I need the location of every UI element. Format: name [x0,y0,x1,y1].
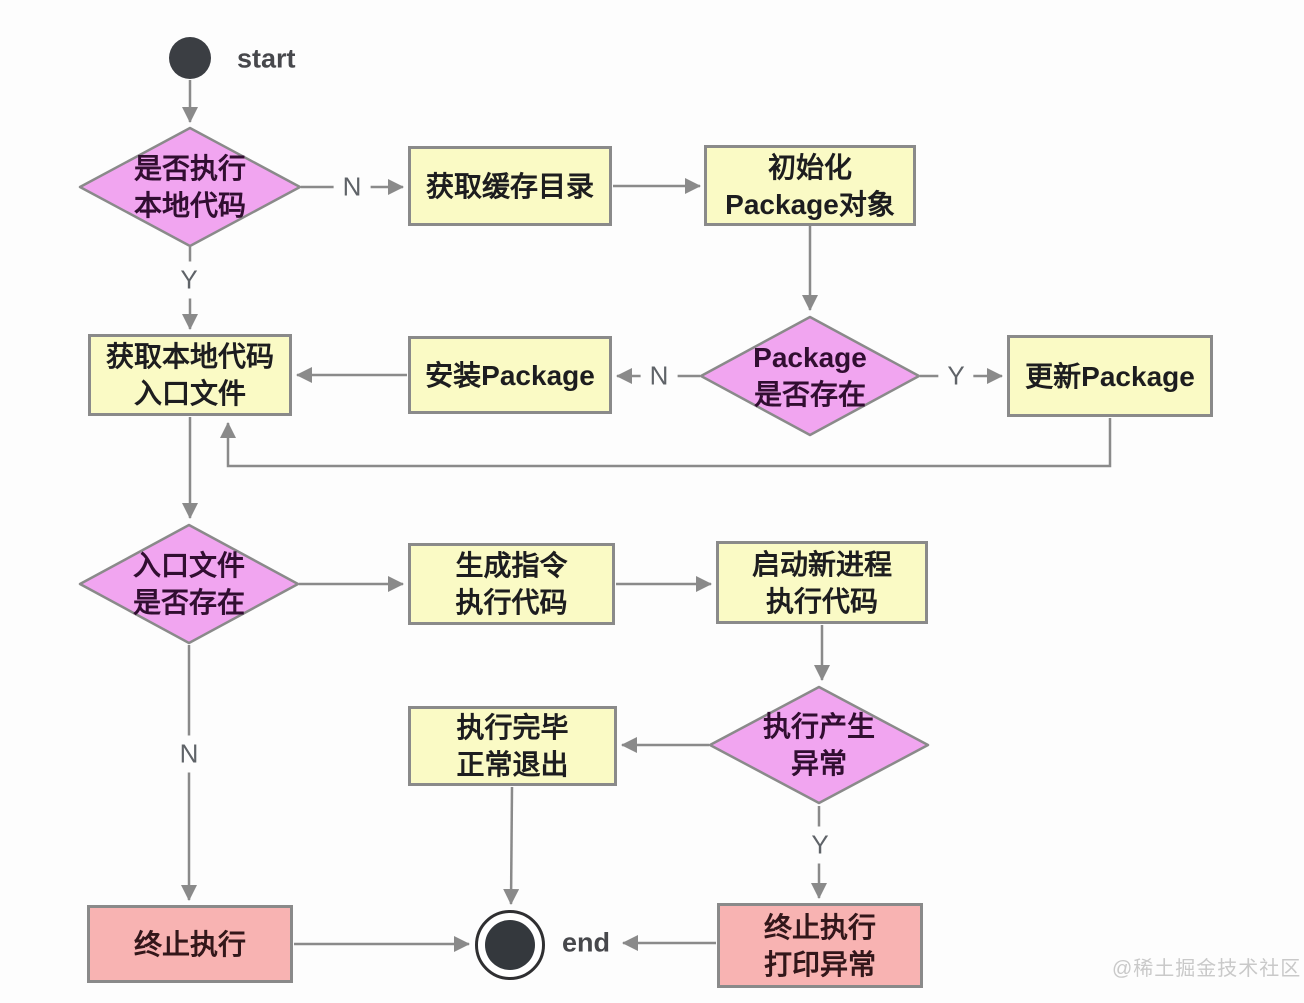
label-line: 是否执行 [133,153,246,184]
decision-label: 执行产生 异常 [708,685,930,805]
node-label: 执行代码 [765,585,878,617]
process-generate-command: 生成指令 执行代码 [408,543,615,625]
node-label: 入口文件 [133,378,246,409]
node-label: 更新Package [1025,360,1195,392]
process-init-package-object: 初始化 Package对象 [704,145,916,226]
edge-label-exception-yes: Y [802,826,838,864]
terminate-print-exception: 终止执行 打印异常 [717,903,923,988]
edge-label-package-exists-no: N [640,357,678,395]
node-label: 获取本地代码 [105,341,274,372]
edge-label-entry-exists-no: N [170,735,208,773]
label-line: 异常 [790,748,847,779]
watermark: @稀土掘金技术社区 [1112,958,1302,980]
label-line: Package [753,342,867,373]
label-line: 是否存在 [132,587,245,618]
decision-run-local-code: 是否执行 本地代码 [78,126,302,248]
decision-execution-exception: 执行产生 异常 [708,685,930,805]
decision-entry-file-exists: 入口文件 是否存在 [78,523,300,645]
node-label: 安装Package [425,359,595,391]
label-line: 是否存在 [753,379,866,410]
process-normal-exit: 执行完毕 正常退出 [408,706,617,786]
diamond-shape [78,523,300,645]
label-line: 本地代码 [133,190,246,221]
decision-label: Package 是否存在 [699,315,921,437]
end-node-inner-dot [485,920,535,970]
end-label: end [562,927,611,958]
node-label: 终止执行 [763,911,876,943]
process-get-cache-dir: 获取缓存目录 [408,146,612,226]
node-label: 终止执行 [133,928,246,960]
process-get-entry-file: 获取本地代码 入口文件 [88,334,292,416]
decision-label: 是否执行 本地代码 [78,126,302,248]
diamond-shape [708,685,930,805]
end-node-icon [475,910,545,980]
edge-label-run-local-yes: Y [171,261,207,299]
process-install-package: 安装Package [408,336,612,414]
node-label: 初始化 [767,151,852,183]
process-start-new-process: 启动新进程 执行代码 [716,541,928,624]
label-line: 执行产生 [762,711,875,742]
diamond-shape [699,315,921,437]
node-label: Package对象 [725,188,895,220]
node-label: 打印异常 [763,948,876,980]
node-label: 启动新进程 [751,548,892,580]
terminate-execution: 终止执行 [87,905,293,983]
node-label: 执行完毕 [456,712,569,743]
decision-package-exists: Package 是否存在 [699,315,921,437]
start-node-icon [169,37,211,79]
process-update-package: 更新Package [1007,335,1213,417]
node-label: 正常退出 [456,749,569,780]
label-line: 入口文件 [132,550,245,581]
edge-label-package-exists-yes: Y [938,357,974,395]
start-label: start [237,43,296,74]
diamond-shape [78,126,302,248]
node-label: 获取缓存目录 [425,170,594,202]
decision-label: 入口文件 是否存在 [78,523,300,645]
edge-label-run-local-no: N [333,168,371,206]
node-label: 生成指令 [455,550,568,581]
node-label: 执行代码 [455,587,568,618]
